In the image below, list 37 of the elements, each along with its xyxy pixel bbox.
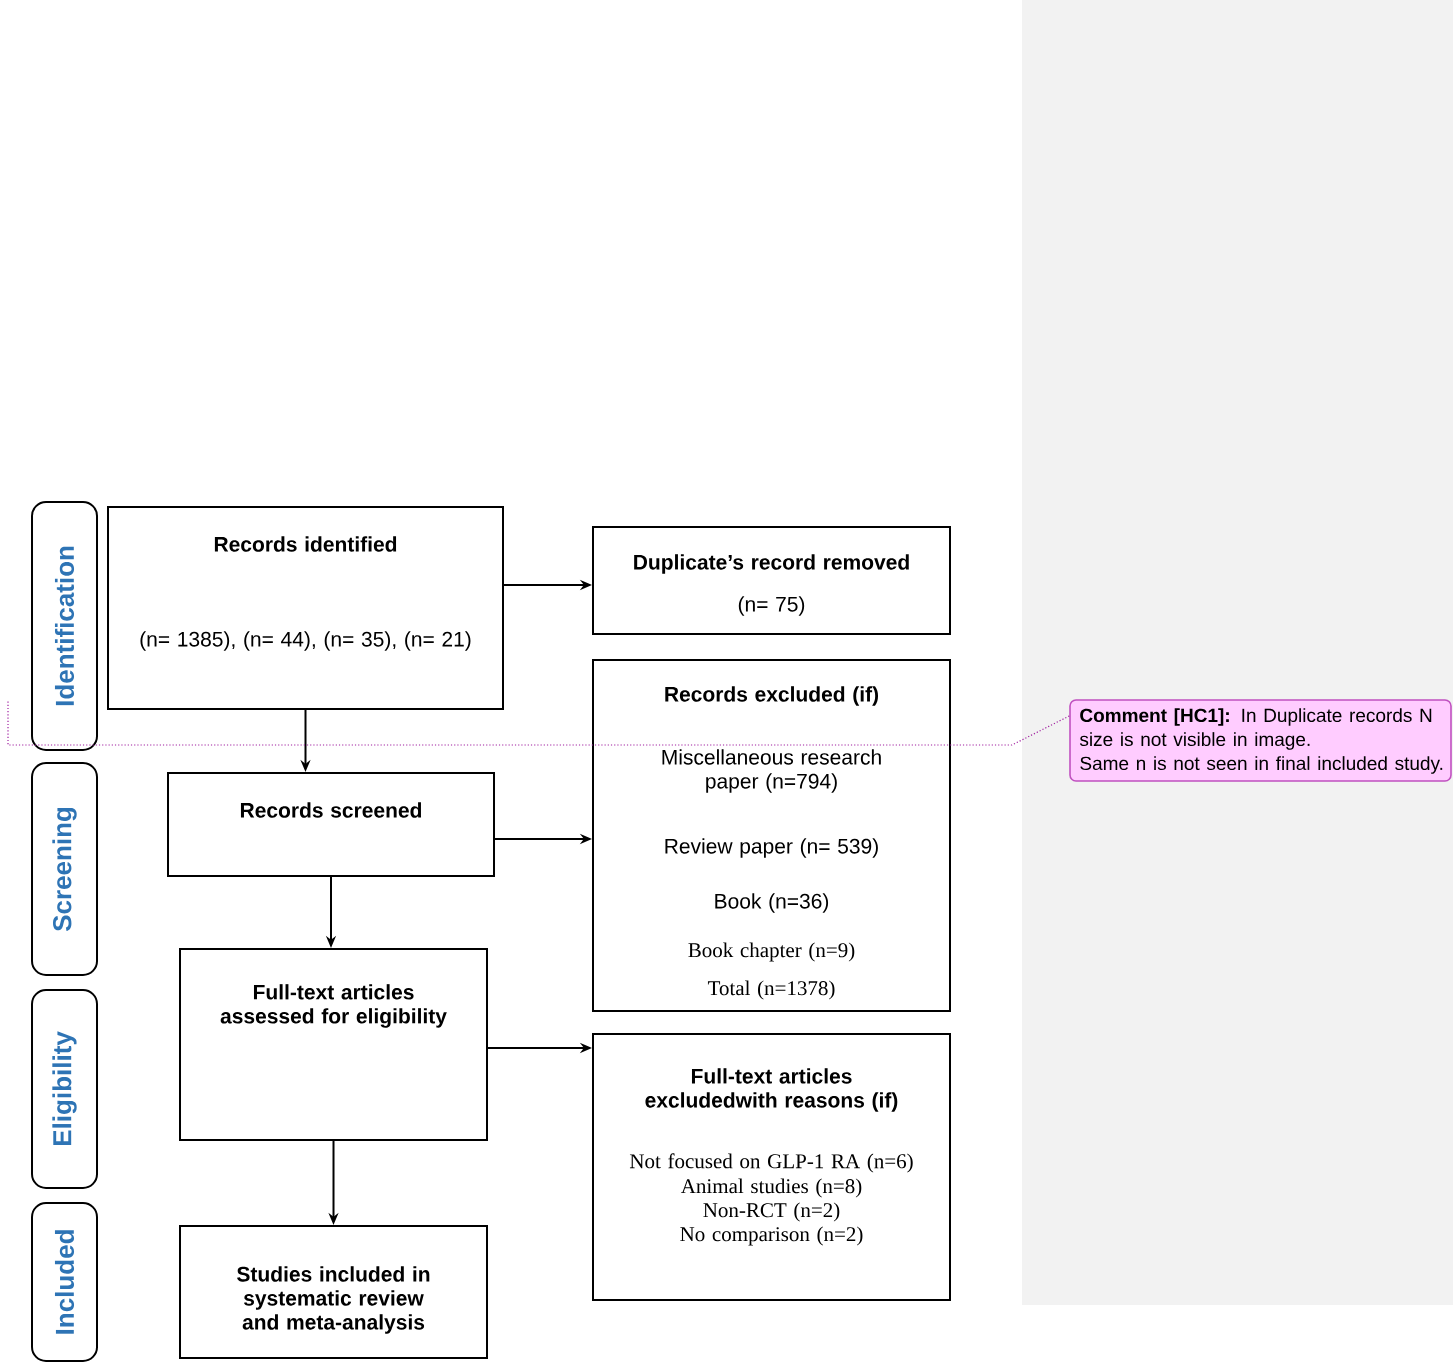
comment-text: Same n is not seen in final included study.	[1080, 756, 1443, 774]
phase-band	[31, 501, 98, 751]
process-box	[179, 948, 488, 1141]
box-text: Not focused on GLP-1 RA (n=6)	[629, 1153, 913, 1173]
comment-box	[1069, 699, 1452, 782]
box-text: Book chapter (n=9)	[688, 942, 855, 962]
process-box	[167, 772, 495, 877]
box-heading: Duplicate’s record removed	[634, 554, 909, 574]
box-heading: Studies included in systematic review and meta-analysis	[237, 1266, 430, 1334]
box-text: Total (n=1378)	[707, 980, 835, 1000]
phase-label: Identification	[54, 546, 75, 706]
box-text: Miscellaneous research paper (n=794)	[662, 749, 881, 793]
comment-leader-line	[7, 699, 1070, 746]
phase-band	[31, 762, 98, 976]
box-heading: Full-text articles excludedwith reasons (if)	[645, 1068, 898, 1112]
box-text: Animal studies (n=8)	[681, 1178, 862, 1198]
box-text: (n= 1385), (n= 44), (n= 35), (n= 21)	[140, 631, 471, 651]
process-box	[179, 1225, 488, 1359]
process-box	[592, 526, 951, 635]
phase-label: Included	[54, 1230, 75, 1334]
process-box	[592, 659, 951, 1012]
box-text: Review paper (n= 539)	[665, 838, 878, 858]
box-text: Non-RCT (n=2)	[703, 1202, 840, 1222]
box-heading: Records excluded (if)	[665, 686, 878, 706]
box-heading: Full-text articles assessed for eligibility	[220, 984, 447, 1028]
phase-band	[31, 989, 98, 1189]
phase-band	[31, 1202, 98, 1362]
box-text: Book (n=36)	[715, 893, 829, 913]
box-heading: Records identified	[214, 536, 397, 552]
box-text: (n= 75)	[738, 596, 805, 616]
process-box	[592, 1033, 951, 1301]
box-text: No comparison (n=2)	[680, 1226, 863, 1246]
comment-text: Comment [HC1]: In Duplicate records N size is not visible in image.	[1079, 708, 1432, 750]
phase-label: Eligibility	[52, 1031, 77, 1146]
box-heading: Records screened	[240, 802, 422, 818]
process-box	[107, 506, 504, 710]
phase-label: Screening	[52, 807, 77, 932]
